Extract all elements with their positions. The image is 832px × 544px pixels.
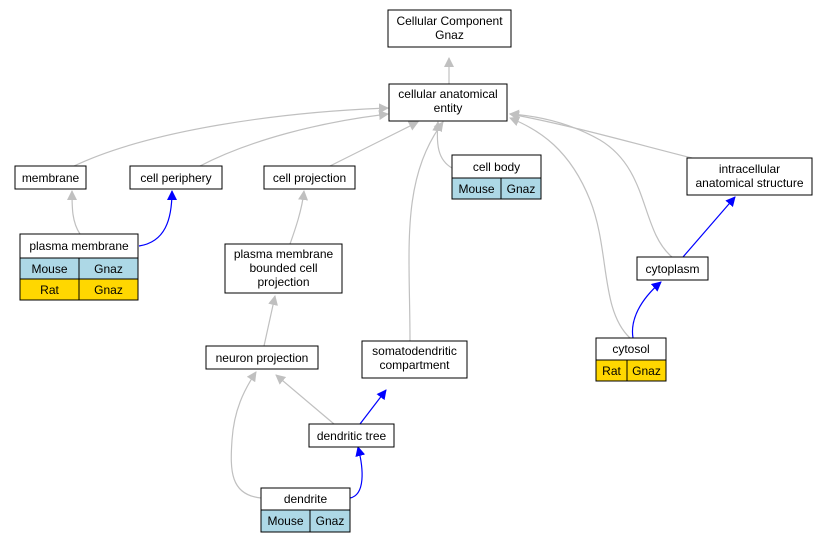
- edge-cellproj-cae: [329, 121, 419, 167]
- node-somatodendritic-compartment[interactable]: somatodendritic compartment: [361, 340, 468, 379]
- node-label: intracellular: [719, 162, 780, 176]
- node-label: cell periphery: [140, 171, 211, 185]
- edge-somato-cae: [408, 121, 444, 342]
- edge-membrane-cae: [73, 103, 389, 167]
- node-label: cellular anatomical: [398, 87, 497, 101]
- node-intracellular-anatomical-structure[interactable]: intracellular anatomical structure: [686, 157, 813, 196]
- node-label: compartment: [379, 358, 450, 372]
- node-label: Cellular Component: [396, 14, 503, 28]
- edge-cytosol-cytoplasm: [631, 281, 662, 339]
- edge-cytoplasm-cae: [509, 109, 673, 258]
- node-cytosol[interactable]: cytosol Rat Gnaz: [595, 337, 667, 382]
- edges: [67, 57, 736, 499]
- node-membrane[interactable]: membrane: [14, 165, 87, 190]
- species-label: Mouse: [458, 182, 494, 196]
- species-label: Mouse: [31, 262, 67, 276]
- node-cell-periphery[interactable]: cell periphery: [129, 165, 223, 190]
- edge-ias-cae: [509, 110, 693, 159]
- edge-pm-membrane: [67, 190, 81, 235]
- gene-cell: [626, 359, 667, 382]
- species-label: Rat: [40, 283, 59, 297]
- node-label: somatodendritic: [372, 344, 457, 358]
- node-dendrite[interactable]: dendrite Mouse Gnaz: [260, 487, 351, 533]
- node-label: entity: [434, 101, 463, 115]
- node-cell-projection[interactable]: cell projection: [263, 165, 356, 190]
- node-label: dendrite: [284, 492, 328, 506]
- gene-cell: [500, 177, 542, 200]
- species-label: Rat: [602, 364, 621, 378]
- node-label: Gnaz: [435, 28, 464, 42]
- gene-cell: [309, 509, 351, 533]
- edge-cytosol-cae: [509, 116, 631, 339]
- node-neuron-projection[interactable]: neuron projection: [205, 345, 319, 370]
- edge-dtree-somato: [359, 389, 387, 425]
- node-label: neuron projection: [216, 351, 309, 365]
- node-plasma-membrane[interactable]: plasma membrane Mouse Gnaz Rat Gnaz: [19, 233, 139, 301]
- node-label: dendritic tree: [317, 429, 387, 443]
- node-label: cytosol: [612, 342, 649, 356]
- node-label: cell projection: [273, 171, 346, 185]
- edge-pmbcp-cellproj: [289, 190, 309, 245]
- edge-dendrite-neuronproj: [230, 371, 262, 499]
- species-label: Mouse: [267, 514, 303, 528]
- gene-label: Gnaz: [94, 262, 123, 276]
- node-label: plasma membrane: [234, 247, 334, 261]
- edge-cellbody-cae: [432, 121, 453, 169]
- node-cellular-component[interactable]: Cellular Component Gnaz: [387, 9, 512, 48]
- gene-label: Gnaz: [632, 364, 661, 378]
- gene-label: Gnaz: [316, 514, 345, 528]
- node-label: membrane: [22, 171, 80, 185]
- edge-dendrite-dtree: [349, 446, 366, 499]
- node-label: bounded cell: [249, 261, 317, 275]
- node-label: cytoplasm: [645, 262, 699, 276]
- node-label: plasma membrane: [29, 239, 129, 253]
- gene-label: Gnaz: [507, 182, 536, 196]
- edge-pm-cellperiphery: [138, 190, 177, 247]
- node-cytoplasm[interactable]: cytoplasm: [636, 256, 709, 281]
- node-label: cell body: [473, 160, 520, 174]
- edge-dtree-neuronproj: [275, 374, 335, 425]
- nodes: Cellular Component Gnaz cellular anatomi…: [14, 9, 813, 533]
- edge-neuronproj-pmbcp: [263, 295, 278, 347]
- node-label: anatomical structure: [695, 176, 803, 190]
- node-dendritic-tree[interactable]: dendritic tree: [308, 423, 395, 448]
- edge-cytoplasm-ias: [682, 196, 736, 258]
- node-plasma-membrane-bounded-cell-projection[interactable]: plasma membrane bounded cell projection: [224, 243, 343, 294]
- gene-label: Gnaz: [94, 283, 123, 297]
- gene-cell: [78, 278, 139, 301]
- edge-cellperiphery-cae: [199, 110, 389, 167]
- node-cellular-anatomical-entity[interactable]: cellular anatomical entity: [388, 83, 508, 122]
- node-cell-body[interactable]: cell body Mouse Gnaz: [451, 154, 542, 200]
- node-label: projection: [257, 275, 309, 289]
